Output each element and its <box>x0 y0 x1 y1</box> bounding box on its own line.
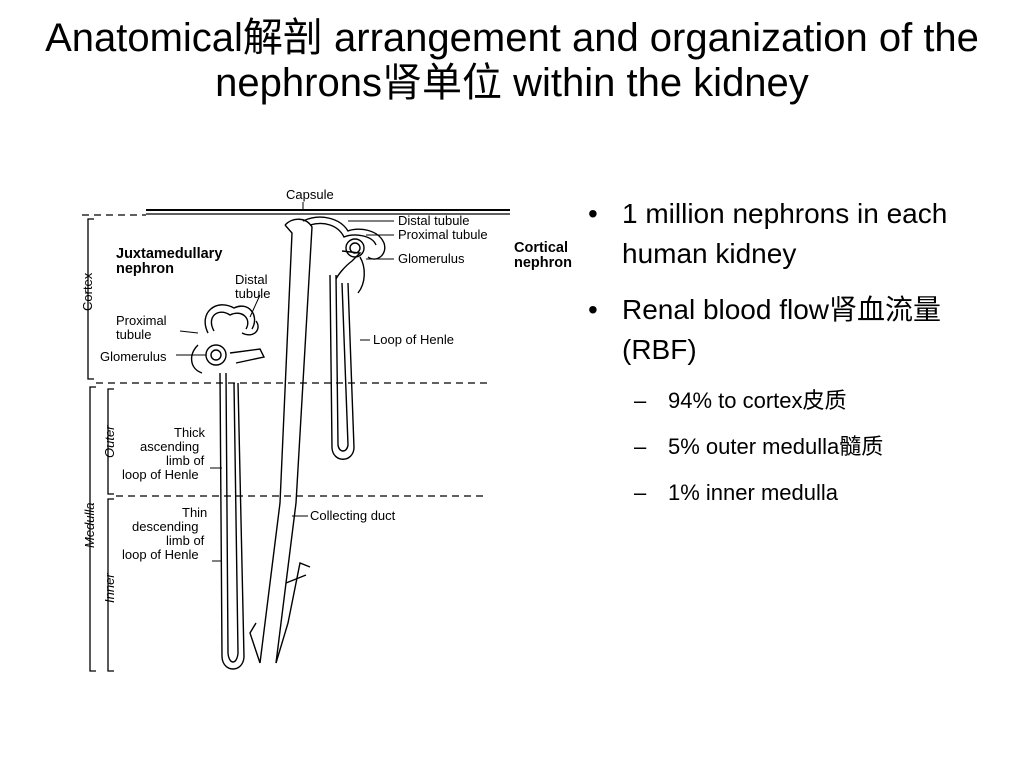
bullet-dot-icon: • <box>588 198 598 229</box>
proximal-tubule-cortical-label: Proximal tubule <box>398 227 488 242</box>
juxtamedullary-nephron <box>191 304 266 670</box>
juxtamedullary-label-2: nephron <box>116 261 174 277</box>
distal-tubule-juxta-label-2: tubule <box>235 286 270 301</box>
bullet-dot-icon: • <box>588 294 598 325</box>
bullet-text: Renal blood flow肾血流量 (RBF) <box>622 294 942 365</box>
leader-lines <box>176 220 394 562</box>
bullet-item: • Renal blood flow肾血流量 (RBF) <box>582 290 982 370</box>
medulla-label: Medulla <box>82 502 97 548</box>
thick-limb-label-1: Thick <box>174 425 206 440</box>
thin-limb-label-2: descending <box>132 519 199 534</box>
outer-label: Outer <box>102 425 117 458</box>
inner-label: Inner <box>102 573 117 603</box>
glomerulus-cortical-label: Glomerulus <box>398 251 465 266</box>
region-boundaries <box>96 382 488 497</box>
nephron-illustration: Cortex Medulla Outer Inner <box>80 187 572 672</box>
glomerulus-juxta-label: Glomerulus <box>100 349 167 364</box>
distal-tubule-juxta-label-1: Distal <box>235 272 268 287</box>
dash-icon: – <box>634 434 647 459</box>
bullet-text: 1 million nephrons in each human kidney <box>622 198 948 269</box>
collecting-duct-label: Collecting duct <box>310 508 396 523</box>
cortical-nephron-label-1: Cortical <box>514 240 568 256</box>
thin-limb-label-4: loop of Henle <box>122 547 199 562</box>
sub-bullet-item: – 5% outer medulla髓质 <box>582 432 982 462</box>
sub-bullet-text: 94% to cortex皮质 <box>668 388 847 413</box>
thin-limb-label-3: limb of <box>166 533 205 548</box>
slide-title: Anatomical解剖 arrangement and organizatio… <box>45 16 979 105</box>
thick-limb-label-2: ascending <box>140 439 199 454</box>
collecting-duct <box>249 218 313 664</box>
loop-of-henle-label: Loop of Henle <box>373 332 454 347</box>
kidney-capsule <box>82 202 510 216</box>
sub-bullet-item: – 94% to cortex皮质 <box>582 386 982 416</box>
thick-limb-label-4: loop of Henle <box>122 467 199 482</box>
capsule-label: Capsule <box>286 187 334 202</box>
proximal-tubule-juxta-label-1: Proximal <box>116 313 167 328</box>
bullet-list: • 1 million nephrons in each human kidne… <box>582 194 982 524</box>
juxtamedullary-label-1: Juxtamedullary <box>116 246 222 262</box>
sub-bullet-text: 5% outer medulla髓质 <box>668 434 884 459</box>
proximal-tubule-juxta-label-2: tubule <box>116 327 151 342</box>
thick-limb-label-3: limb of <box>166 453 205 468</box>
region-brackets <box>87 218 114 672</box>
thin-limb-label-1: Thin <box>182 505 207 520</box>
distal-tubule-cortical-label: Distal tubule <box>398 213 470 228</box>
cortical-nephron <box>302 216 386 460</box>
sub-bullet-item: – 1% inner medulla <box>582 478 982 508</box>
cortical-nephron-label-2: nephron <box>514 255 572 271</box>
sub-bullet-text: 1% inner medulla <box>668 480 838 505</box>
dash-icon: – <box>634 480 647 505</box>
cortex-label: Cortex <box>80 272 95 311</box>
dash-icon: – <box>634 388 647 413</box>
bullet-item: • 1 million nephrons in each human kidne… <box>582 194 982 274</box>
nephron-diagram: Cortex Medulla Outer Inner <box>48 183 588 688</box>
